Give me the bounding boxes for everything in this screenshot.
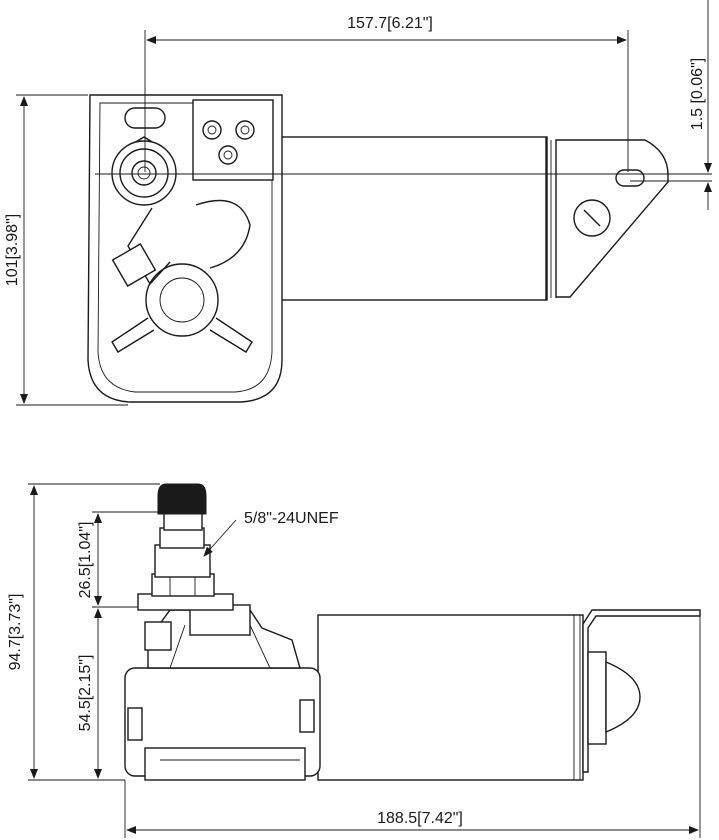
dim-shaft-length: 26.5[1.04"]	[77, 511, 160, 608]
side-motor-body	[317, 609, 701, 781]
slot-hole	[615, 169, 645, 187]
terminal-block	[192, 99, 274, 181]
side-view: 5/8"-24UNEF 94.7[3.73"] 26.5[1.04"] 54.5…	[7, 483, 701, 838]
dim-top-height-label: 101[3.98"]	[4, 214, 21, 286]
dim-body-height-label: 54.5[2.15"]	[77, 655, 94, 732]
dim-body-height: 54.5[2.15"]	[77, 608, 102, 779]
top-view: 157.7[6.21"] 1.5 [0.06"] 101[3.98"]	[4, 0, 712, 406]
thread-spec-label: 5/8"-24UNEF	[244, 510, 339, 527]
shaft-cap	[157, 483, 207, 515]
side-gearbox	[124, 604, 321, 781]
dim-overall-height-label: 94.7[3.73"]	[7, 594, 24, 671]
dim-shaft-length-label: 26.5[1.04"]	[77, 522, 94, 599]
dim-top-width: 157.7[6.21"]	[144, 15, 629, 172]
worm-gear-hub	[145, 263, 219, 337]
dim-top-offset-label: 1.5 [0.06"]	[689, 58, 706, 130]
side-shaft	[137, 483, 234, 611]
top-motor-body	[254, 136, 557, 301]
top-bracket	[555, 139, 669, 298]
top-gearbox	[87, 94, 283, 403]
dim-overall-length-label: 188.5[7.42"]	[377, 810, 463, 827]
dim-overall-height: 94.7[3.73"]	[7, 483, 160, 781]
dim-top-width-label: 157.7[6.21"]	[347, 15, 433, 32]
thread-callout: 5/8"-24UNEF	[203, 510, 339, 557]
dim-overall-length: 188.5[7.42"]	[124, 616, 701, 838]
dim-top-height: 101[3.98"]	[4, 94, 128, 406]
dim-top-offset: 1.5 [0.06"]	[689, 0, 712, 210]
